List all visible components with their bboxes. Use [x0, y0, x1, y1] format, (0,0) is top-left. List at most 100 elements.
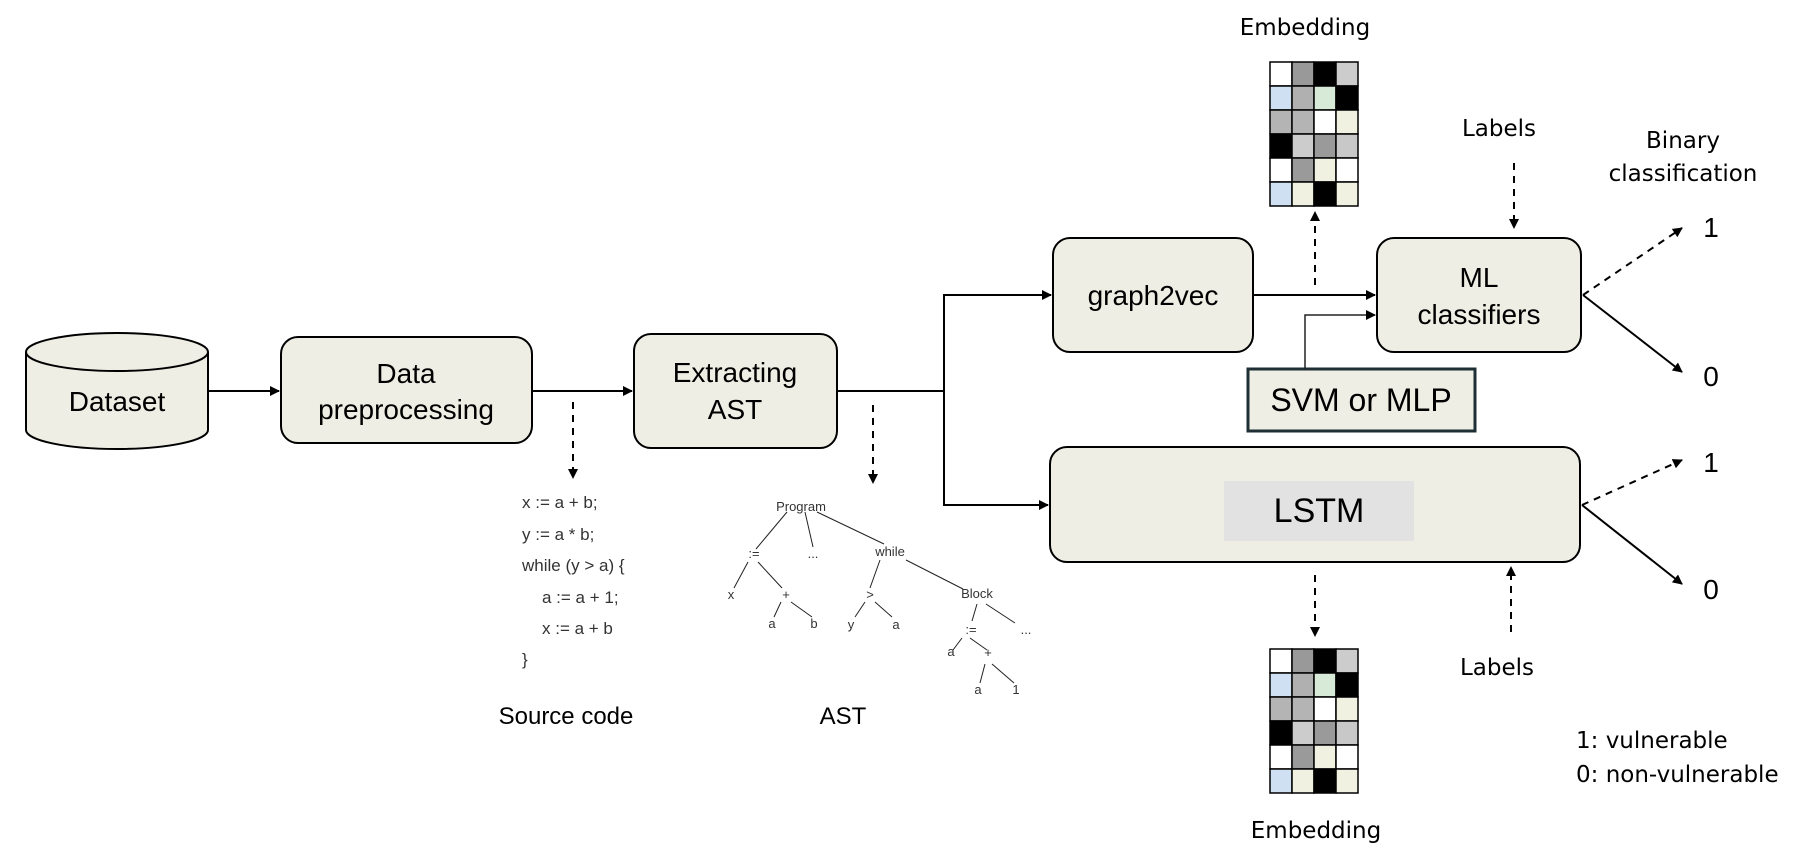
- embedding-cell: [1313, 672, 1337, 698]
- ast-node: a: [768, 616, 776, 631]
- code-line: a := a + 1;: [542, 588, 619, 607]
- edge-ml-out-1: [1582, 227, 1683, 296]
- ast-node: y: [848, 617, 855, 632]
- edge-lstm-out-1: [1581, 459, 1683, 506]
- embedding-cell: [1291, 648, 1315, 674]
- ast-caption: AST: [820, 703, 867, 730]
- embedding-cell: [1313, 744, 1337, 770]
- ast-node: 1: [1012, 682, 1019, 697]
- embedding-cell: [1335, 85, 1359, 111]
- embedding-cell: [1335, 648, 1359, 674]
- preprocessing-label-1: Data: [376, 358, 436, 389]
- embedding-cell: [1335, 157, 1359, 183]
- embedding-cell: [1269, 157, 1293, 183]
- ast-tree: Program := ... while x + > Block a b y a…: [728, 499, 1032, 697]
- ml-classifiers-node: ML classifiers: [1376, 237, 1582, 353]
- embedding-cell: [1269, 672, 1293, 698]
- legend-non-vulnerable: 0: non-vulnerable: [1576, 762, 1779, 788]
- code-line: while (y > a) {: [521, 556, 625, 575]
- embedding-cell: [1269, 181, 1293, 207]
- ml-classifiers-label-2: classifiers: [1418, 299, 1541, 330]
- embedding-grid-bottom: [1269, 648, 1359, 794]
- embedding-cell: [1269, 133, 1293, 159]
- output-1-ml: 1: [1703, 212, 1719, 243]
- ast-node: a: [947, 644, 955, 659]
- labels-label-bottom: Labels: [1460, 655, 1534, 681]
- binary-label-1: Binary: [1646, 128, 1720, 154]
- output-1-lstm: 1: [1703, 447, 1719, 478]
- embedding-cell: [1313, 133, 1337, 159]
- lstm-label: LSTM: [1274, 492, 1365, 530]
- binary-label-2: classification: [1609, 161, 1758, 187]
- dataset-node: Dataset: [25, 332, 209, 450]
- edge-svm-ml: [1304, 310, 1376, 369]
- extract-ast-label-1: Extracting: [673, 357, 798, 388]
- embedding-cell: [1269, 768, 1293, 794]
- preprocessing-node: Data preprocessing: [280, 336, 533, 444]
- code-line: y := a * b;: [522, 525, 594, 544]
- ast-node: :=: [965, 622, 976, 637]
- embedding-cell: [1291, 744, 1315, 770]
- embedding-cell: [1269, 744, 1293, 770]
- code-line: x := a + b: [542, 619, 613, 638]
- embedding-cell: [1313, 181, 1337, 207]
- ast-node: x: [728, 587, 735, 602]
- embedding-cell: [1269, 648, 1293, 674]
- embedding-cell: [1335, 720, 1359, 746]
- source-code-snippet: x := a + b; y := a * b; while (y > a) { …: [521, 493, 625, 669]
- embedding-cell: [1291, 109, 1315, 135]
- edge-ml-out-0: [1582, 294, 1683, 373]
- code-line: }: [522, 650, 528, 669]
- ast-node: while: [874, 544, 905, 559]
- ast-node: >: [866, 587, 874, 602]
- embedding-cell: [1313, 648, 1337, 674]
- embedding-cell: [1313, 696, 1337, 722]
- embedding-cell: [1335, 109, 1359, 135]
- embedding-cell: [1291, 181, 1315, 207]
- edge-split-lstm: [943, 391, 1049, 510]
- ast-node: b: [810, 616, 817, 631]
- code-line: x := a + b;: [522, 493, 598, 512]
- embedding-cell: [1313, 157, 1337, 183]
- source-code-caption: Source code: [499, 703, 634, 730]
- embedding-cell: [1335, 768, 1359, 794]
- extract-ast-node: Extracting AST: [633, 333, 838, 449]
- labels-label-top: Labels: [1462, 116, 1536, 142]
- legend-vulnerable: 1: vulnerable: [1576, 728, 1728, 754]
- ast-node: ...: [1021, 622, 1032, 637]
- ast-node: ...: [808, 546, 819, 561]
- extract-ast-label-2: AST: [708, 394, 762, 425]
- ast-node: +: [984, 645, 992, 660]
- embedding-cell: [1269, 85, 1293, 111]
- embedding-cell: [1335, 696, 1359, 722]
- output-0-lstm: 0: [1703, 574, 1719, 605]
- embedding-cell: [1291, 85, 1315, 111]
- embedding-label-bottom: Embedding: [1251, 818, 1381, 844]
- ast-node: a: [974, 682, 982, 697]
- embedding-cell: [1269, 720, 1293, 746]
- embedding-cell: [1291, 157, 1315, 183]
- embedding-cell: [1291, 696, 1315, 722]
- embedding-cell: [1291, 133, 1315, 159]
- edge-split-graph2vec: [943, 290, 1052, 391]
- embedding-cell: [1269, 61, 1293, 87]
- embedding-cell: [1269, 696, 1293, 722]
- dataset-label: Dataset: [69, 386, 166, 417]
- embedding-cell: [1269, 109, 1293, 135]
- embedding-cell: [1291, 720, 1315, 746]
- ml-classifiers-label-1: ML: [1460, 262, 1499, 293]
- svm-mlp-node: SVM or MLP: [1246, 367, 1477, 433]
- embedding-cell: [1313, 768, 1337, 794]
- embedding-cell: [1291, 61, 1315, 87]
- graph2vec-label: graph2vec: [1088, 280, 1219, 311]
- output-0-ml: 0: [1703, 361, 1719, 392]
- embedding-label-top: Embedding: [1240, 15, 1370, 41]
- embedding-cell: [1313, 109, 1337, 135]
- embedding-cell: [1291, 672, 1315, 698]
- edge-lstm-out-0: [1581, 504, 1683, 585]
- embedding-cell: [1335, 181, 1359, 207]
- embedding-cell: [1335, 133, 1359, 159]
- lstm-node: LSTM: [1049, 446, 1581, 563]
- embedding-cell: [1335, 672, 1359, 698]
